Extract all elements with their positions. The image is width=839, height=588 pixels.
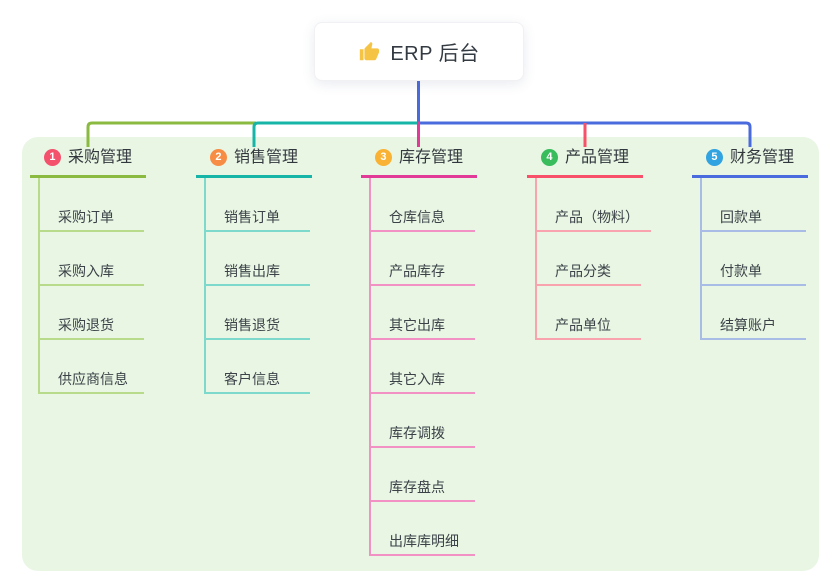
branch-header[interactable]: 3 库存管理 — [361, 148, 477, 178]
branch-title: 采购管理 — [67, 149, 132, 166]
branch-header[interactable]: 4 产品管理 — [527, 148, 643, 178]
branch-item[interactable]: 采购退货 — [40, 286, 144, 340]
root-title: ERP 后台 — [390, 43, 480, 65]
branch-item[interactable]: 产品单位 — [537, 286, 641, 340]
branch-item[interactable]: 销售出库 — [206, 232, 310, 286]
branch-product: 4 产品管理 产品（物料） 产品分类 产品单位 — [527, 148, 651, 340]
branch-number-badge: 4 — [540, 149, 558, 166]
branch-item[interactable]: 销售退货 — [206, 286, 310, 340]
branch-item[interactable]: 采购订单 — [40, 178, 144, 232]
branch-title: 财务管理 — [729, 149, 794, 166]
branch-title: 产品管理 — [564, 149, 629, 166]
branch-sales: 2 销售管理 销售订单 销售出库 销售退货 客户信息 — [196, 148, 312, 394]
thumbs-up-icon — [360, 41, 380, 60]
branch-item[interactable]: 其它入库 — [371, 340, 475, 394]
branch-header[interactable]: 2 销售管理 — [196, 148, 312, 178]
branch-item[interactable]: 库存调拨 — [371, 394, 475, 448]
branch-items: 销售订单 销售出库 销售退货 客户信息 — [204, 178, 312, 394]
branch-items: 产品（物料） 产品分类 产品单位 — [535, 178, 651, 340]
branch-item[interactable]: 客户信息 — [206, 340, 310, 394]
branch-item[interactable]: 出库库明细 — [371, 502, 475, 556]
branch-item[interactable]: 付款单 — [702, 232, 806, 286]
branch-inventory: 3 库存管理 仓库信息 产品库存 其它出库 其它入库 库存调拨 库存盘点 出库库… — [361, 148, 477, 556]
branch-number-badge: 1 — [43, 149, 61, 166]
branch-procurement: 1 采购管理 采购订单 采购入库 采购退货 供应商信息 — [30, 148, 146, 394]
branch-item[interactable]: 结算账户 — [702, 286, 806, 340]
branch-items: 采购订单 采购入库 采购退货 供应商信息 — [38, 178, 146, 394]
branch-item[interactable]: 回款单 — [702, 178, 806, 232]
branch-header[interactable]: 1 采购管理 — [30, 148, 146, 178]
branch-item[interactable]: 产品分类 — [537, 232, 641, 286]
branch-title: 库存管理 — [398, 149, 463, 166]
branch-item[interactable]: 产品库存 — [371, 232, 475, 286]
branch-item[interactable]: 其它出库 — [371, 286, 475, 340]
branch-number-badge: 3 — [374, 149, 392, 166]
branch-items: 回款单 付款单 结算账户 — [700, 178, 808, 340]
branch-finance: 5 财务管理 回款单 付款单 结算账户 — [692, 148, 808, 340]
branch-item[interactable]: 供应商信息 — [40, 340, 144, 394]
branch-title: 销售管理 — [233, 149, 298, 166]
branch-item[interactable]: 仓库信息 — [371, 178, 475, 232]
branch-number-badge: 2 — [209, 149, 227, 166]
root-node[interactable]: ERP 后台 — [314, 22, 524, 81]
branch-item[interactable]: 采购入库 — [40, 232, 144, 286]
branch-items: 仓库信息 产品库存 其它出库 其它入库 库存调拨 库存盘点 出库库明细 — [369, 178, 477, 556]
branch-item[interactable]: 产品（物料） — [537, 178, 651, 232]
branch-header[interactable]: 5 财务管理 — [692, 148, 808, 178]
branch-item[interactable]: 库存盘点 — [371, 448, 475, 502]
board-background — [22, 137, 819, 571]
branch-number-badge: 5 — [705, 149, 723, 166]
branch-item[interactable]: 销售订单 — [206, 178, 310, 232]
